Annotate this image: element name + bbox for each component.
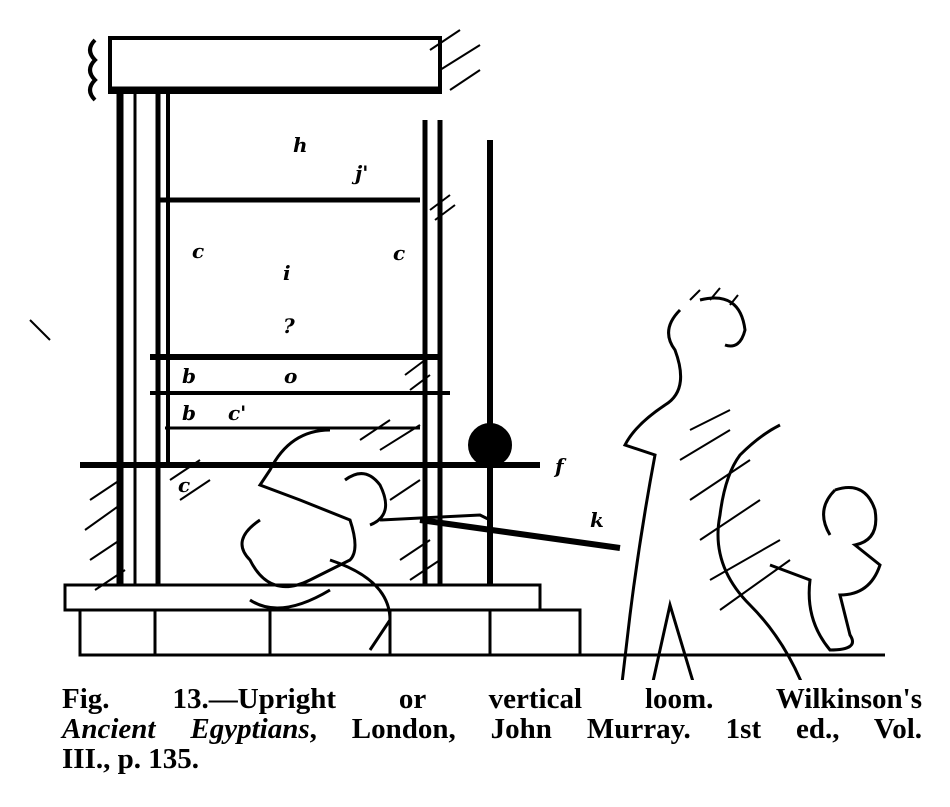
label-c-prime: c' — [228, 401, 246, 425]
label-i: i — [283, 261, 291, 285]
figure-caption: Fig. 13.—Upright or vertical loom. Wilki… — [62, 684, 922, 774]
base-blocks — [63, 583, 542, 612]
label-c-lower: c — [178, 473, 190, 497]
label-j-prime: j' — [351, 161, 368, 185]
caption-line-3: III., p. 135. — [62, 743, 199, 775]
label-o: o — [284, 364, 297, 388]
top-beam — [108, 36, 442, 94]
caption-line-2: Ancient Egyptians, London, John Murray. … — [62, 714, 922, 744]
label-c-right: c — [393, 241, 405, 265]
label-c-left: c — [192, 239, 204, 263]
label-b-upper: b — [182, 364, 196, 388]
rod-k — [419, 517, 621, 551]
standing-figure — [620, 296, 803, 680]
book-title: Ancient Egyptians — [62, 713, 310, 745]
label-k: k — [590, 508, 604, 532]
hatching — [29, 29, 481, 591]
label-q: ? — [283, 314, 295, 338]
seated-weaver — [240, 428, 491, 651]
crouching-figure — [769, 486, 882, 652]
label-b-lower: b — [182, 401, 196, 425]
beam-end — [88, 38, 98, 102]
caption-line-2-rest: , London, John Murray. 1st ed., Vol. — [309, 713, 923, 745]
label-f: f — [553, 454, 567, 478]
caption-line-1: Fig. 13.—Upright or vertical loom. Wilki… — [62, 683, 922, 715]
label-h: h — [293, 133, 308, 157]
loom-illustration: h j' c i c ? b o b c' c f k — [29, 29, 885, 680]
